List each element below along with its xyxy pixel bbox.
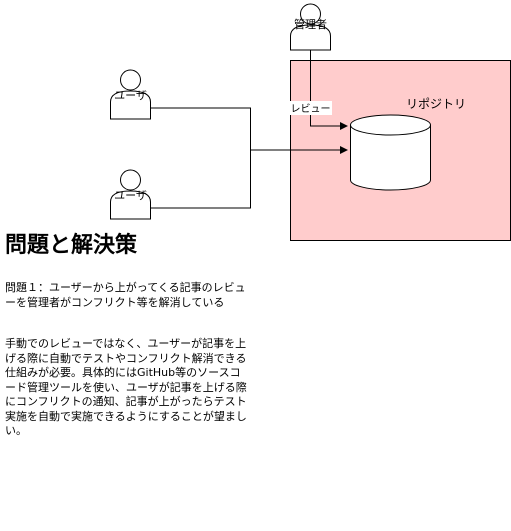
problem-paragraph: 問題１：ユーザーから上がってくる記事のレビューを管理者がコンフリクト等を解消して…: [5, 281, 246, 309]
user1-label: ユーザ: [114, 89, 147, 102]
repository-label: リポジトリ: [406, 97, 466, 111]
review-connector: [310, 50, 348, 130]
user-actor-icon: [110, 169, 151, 220]
review-label-bg: [288, 101, 332, 115]
admin-actor-icon: [290, 3, 331, 51]
user-actor-icon: [110, 69, 151, 120]
review-label: レビュー: [291, 103, 331, 115]
user2-connector: [150, 150, 251, 209]
solution-paragraph: 手動でのレビューではなく、ユーザーが記事を上げる際に自動でテストやコンフリクト解…: [5, 337, 247, 437]
user1-connector: [150, 107, 348, 154]
user2-label: ユーザ: [114, 189, 147, 202]
admin-label: 管理者: [294, 17, 327, 31]
database-icon: [350, 114, 431, 191]
page-title: 問題と解決策: [5, 233, 138, 258]
